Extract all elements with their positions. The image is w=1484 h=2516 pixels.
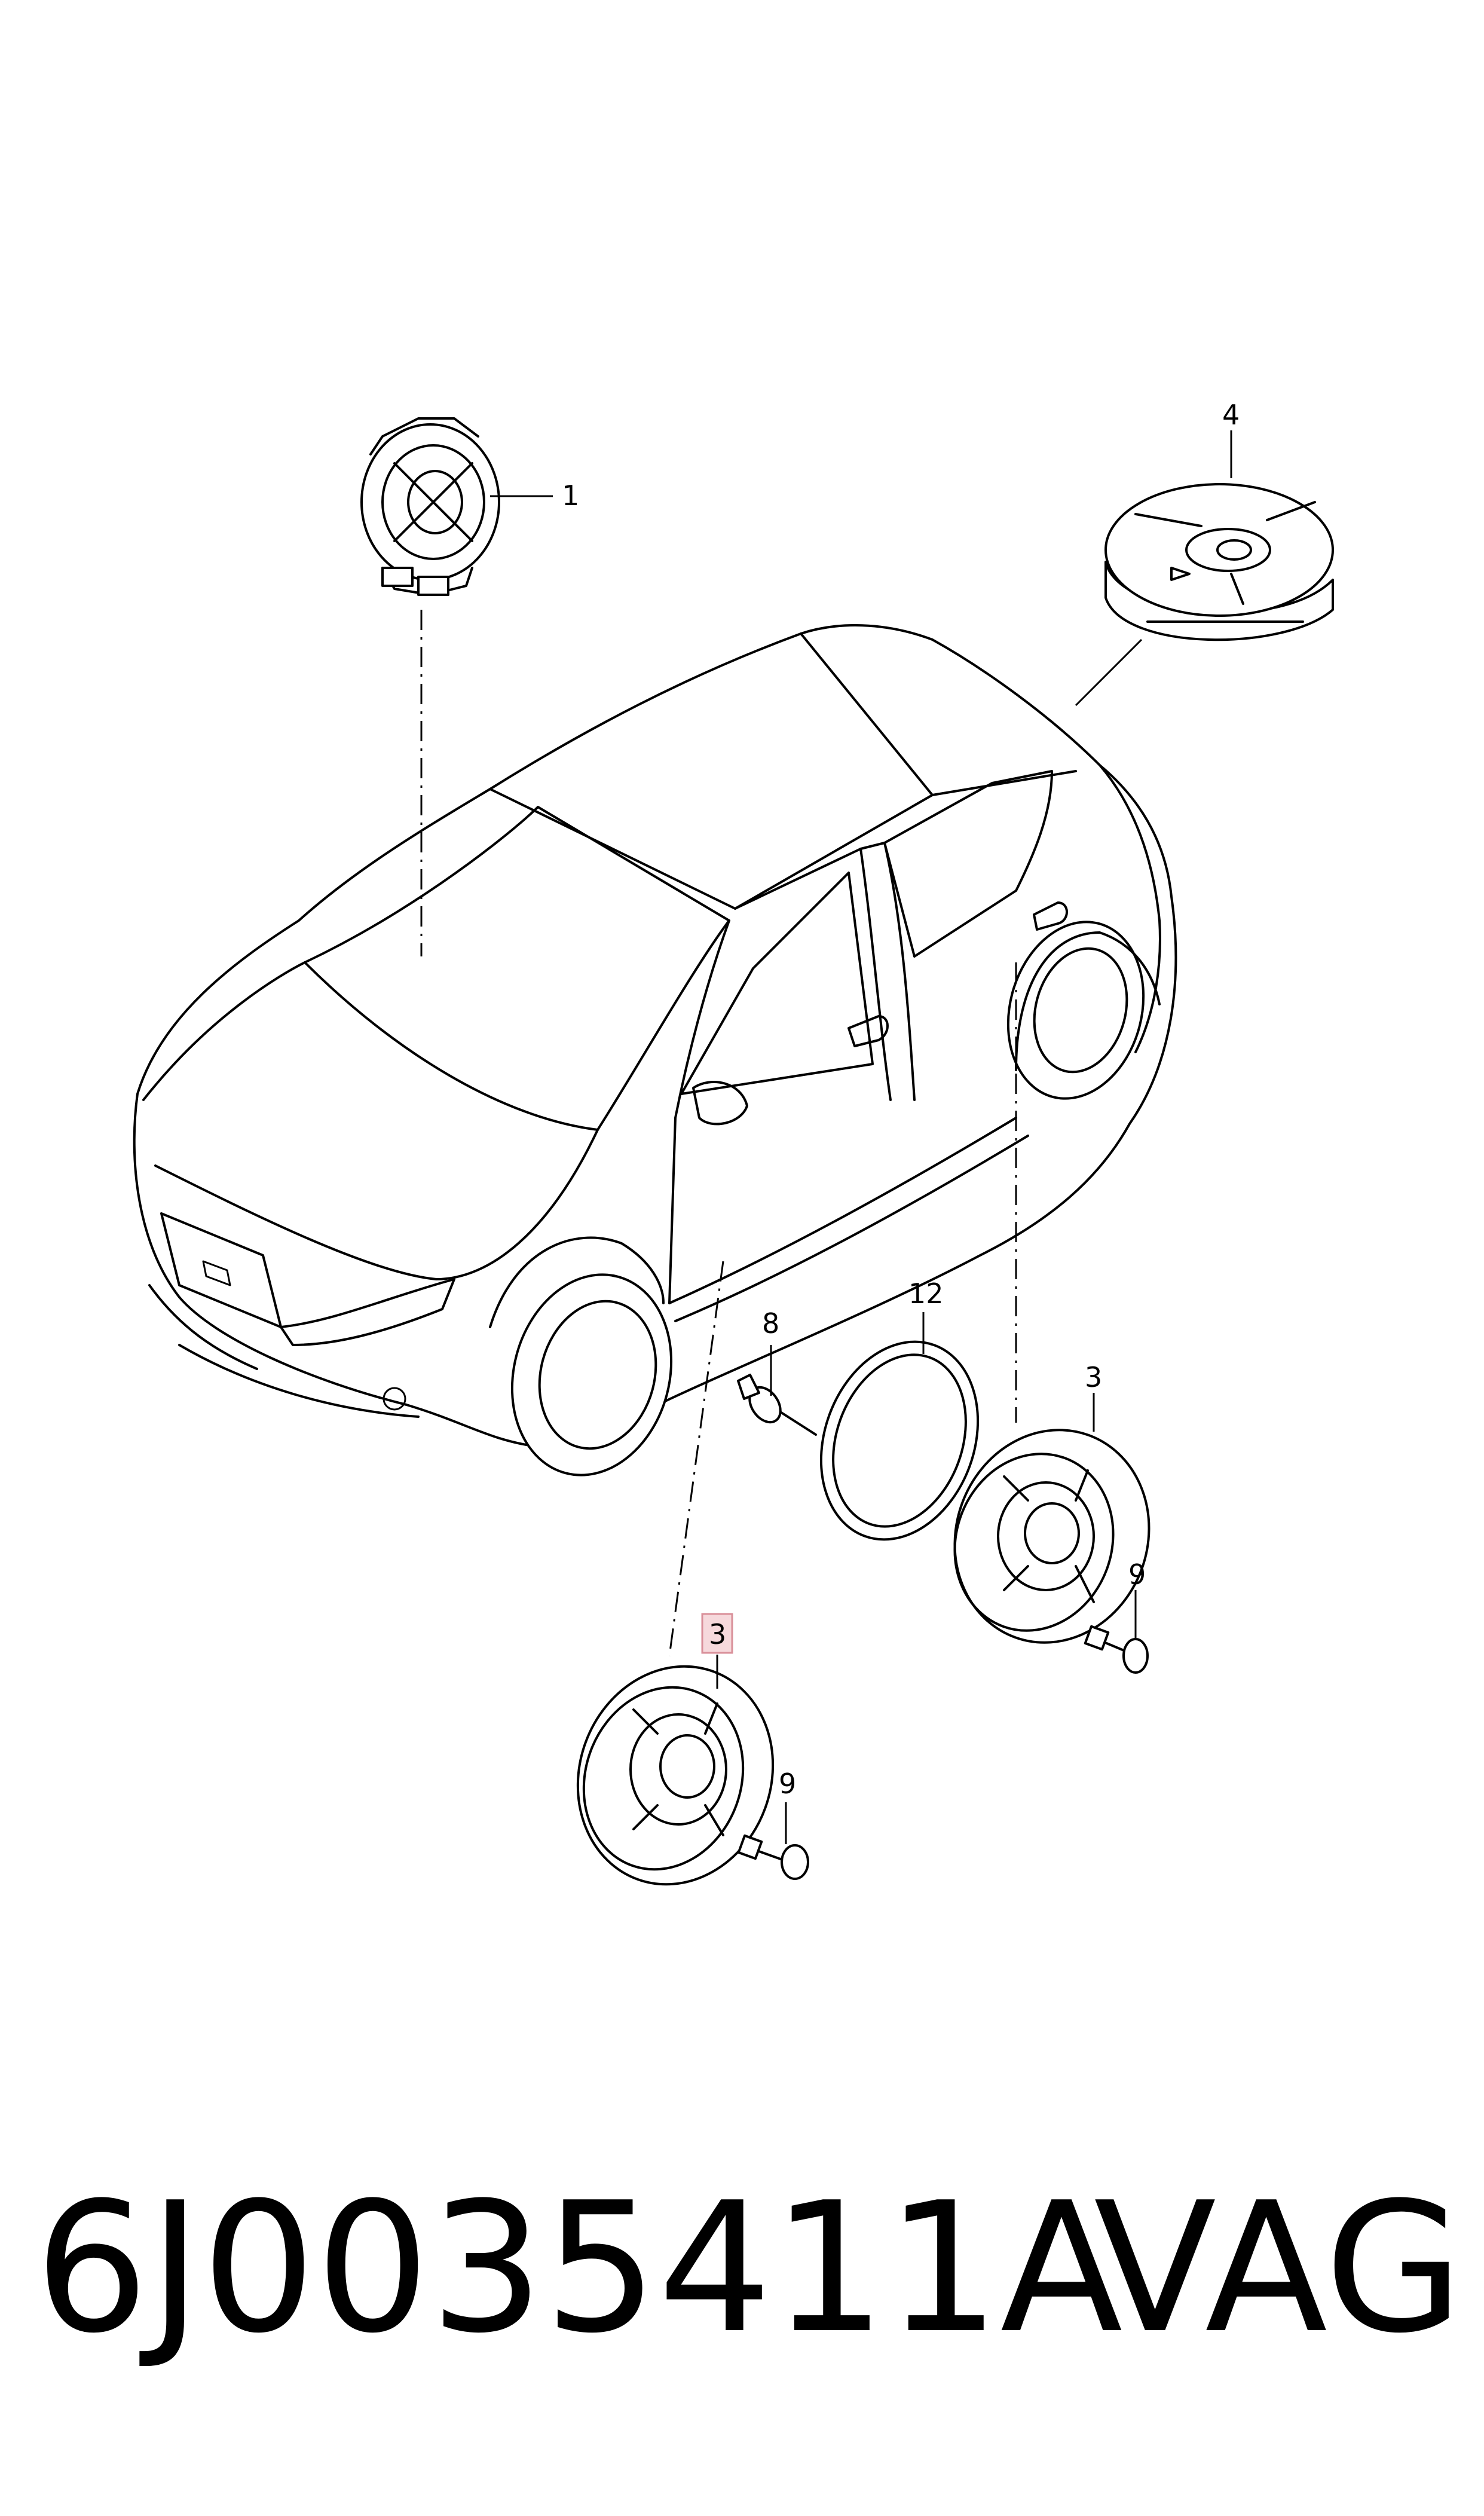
callout-4: 4 [1222, 399, 1240, 431]
bolt-part-9-bottom[interactable] [737, 1834, 809, 1880]
footer: 6J0035411A VAG [0, 2170, 1484, 2367]
callout-9-right: 9 [1128, 1558, 1146, 1591]
callout-3-highlight-box [701, 1613, 733, 1654]
parts-diagram: 1 4 8 12 3 9 [133, 399, 1334, 1912]
callout-1: 1 [562, 479, 579, 512]
callout-3-right: 3 [1085, 1361, 1102, 1393]
car-illustration [133, 624, 1177, 1476]
callout-3-highlight: 3 [709, 1618, 726, 1650]
callout-8: 8 [762, 1307, 779, 1340]
subwoofer-part-4[interactable] [1104, 483, 1334, 641]
door-speaker-right-part-3[interactable] [925, 1402, 1179, 1670]
callout-9-bottom: 9 [779, 1768, 796, 1800]
brand-label: VAG [1094, 2164, 1464, 2373]
rivet-part-8[interactable] [737, 1374, 817, 1436]
sealing-ring-part-12[interactable] [794, 1319, 1004, 1561]
door-speaker-left-part-3[interactable] [547, 1638, 803, 1912]
part-number: 6J0035411A [35, 2164, 1123, 2373]
tweeter-part-1[interactable] [360, 417, 500, 596]
bolt-part-9-right[interactable] [1084, 1625, 1149, 1674]
callout-12: 12 [908, 1277, 944, 1310]
